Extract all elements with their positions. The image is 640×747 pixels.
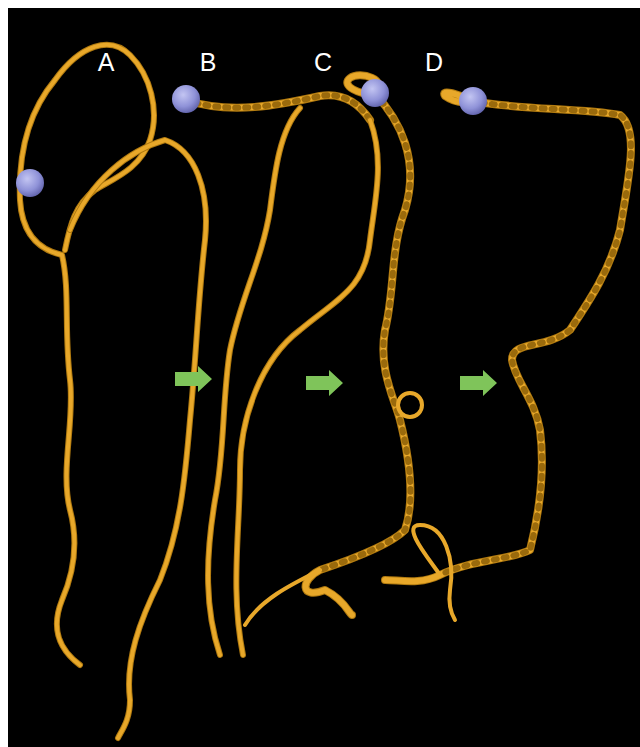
- blue-spheres: [16, 79, 487, 197]
- strand-d: [385, 92, 631, 620]
- green-arrows: [175, 366, 497, 396]
- strand-c: [245, 75, 422, 625]
- panel-letter: C: [314, 50, 332, 75]
- panel-letter: D: [425, 50, 443, 75]
- strand-b: [186, 95, 378, 655]
- strand-a: [20, 45, 206, 738]
- panel-letter: B: [200, 50, 217, 75]
- panel-letter: A: [98, 50, 115, 75]
